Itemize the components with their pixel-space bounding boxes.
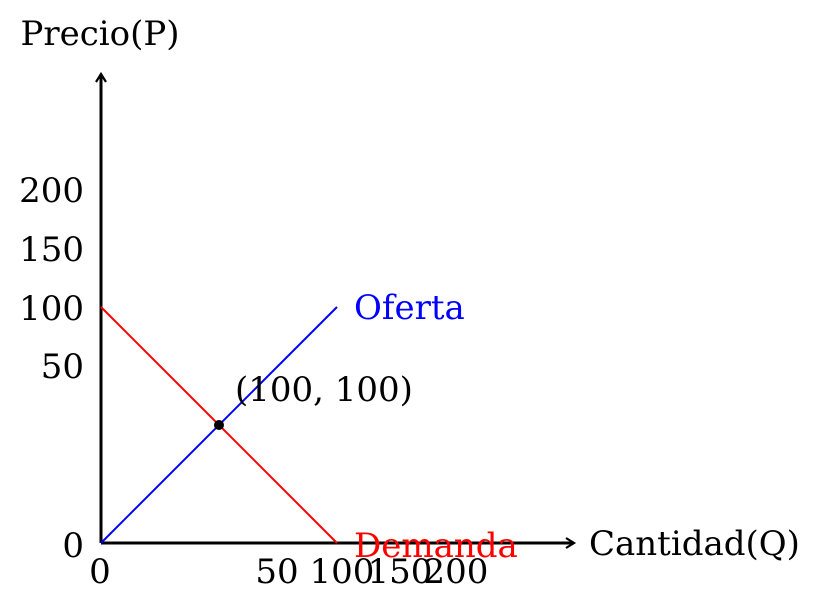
x-tick-label-150: 150 xyxy=(368,552,433,592)
series-label-demanda: Demanda xyxy=(354,526,518,566)
series-label-oferta: Oferta xyxy=(354,288,465,328)
y-tick-label-0: 0 xyxy=(62,526,84,566)
y-axis-label: Precio(P) xyxy=(20,14,179,54)
y-tick-label-150: 150 xyxy=(19,230,84,270)
y-tick-labels: 0 50 100 150 200 xyxy=(19,171,84,566)
equilibrium-point xyxy=(214,420,224,430)
x-axis-label: Cantidad(Q) xyxy=(589,524,800,564)
x-tick-label-200: 200 xyxy=(424,552,489,592)
y-tick-label-100: 100 xyxy=(19,289,84,329)
y-tick-label-200: 200 xyxy=(19,171,84,211)
y-tick-label-50: 50 xyxy=(41,347,84,387)
x-tick-label-0: 0 xyxy=(89,552,111,592)
equilibrium-label: (100, 100) xyxy=(235,370,413,410)
x-tick-label-100: 100 xyxy=(310,552,375,592)
x-tick-label-50: 50 xyxy=(255,552,298,592)
